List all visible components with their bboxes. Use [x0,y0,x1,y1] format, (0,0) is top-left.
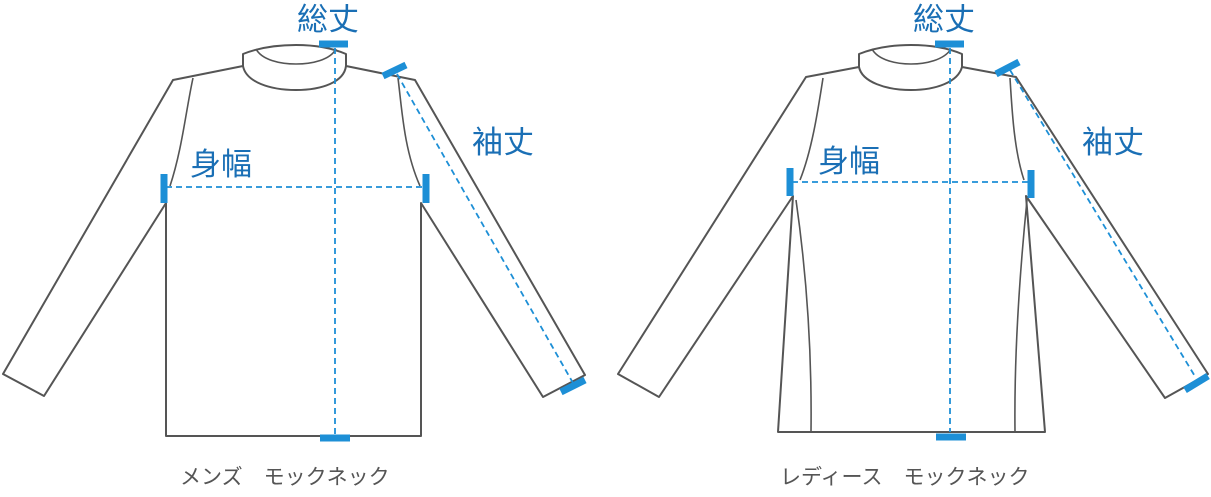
ladies-shirt-outline [617,66,1209,433]
ladies-sleeve-top-marker [994,58,1021,78]
ladies-right-armhole [1009,77,1025,181]
ladies-body-width-label: 身幅 [818,144,880,180]
ladies-collar-seam [871,48,952,65]
ladies-mock-neck-figure: 総丈 身幅 袖丈 レディース モックネック [617,2,1210,489]
mens-mock-neck-figure: 総丈 身幅 袖丈 メンズ モックネック [2,2,587,489]
ladies-sleeve-bottom-marker [1183,373,1210,393]
ladies-caption: レディース モックネック [780,465,1029,489]
mens-sleeve-length-label: 袖丈 [472,125,534,161]
mens-body-width-label: 身幅 [190,147,252,183]
ladies-left-armhole [799,77,824,181]
mens-left-armhole [169,77,194,187]
ladies-right-side-seam [1014,199,1028,433]
ladies-collar [858,44,963,91]
mens-collar-seam [255,48,337,65]
ladies-total-length-label: 総丈 [913,2,975,38]
mens-sleeve-top-marker [381,61,408,80]
ladies-sleeve-length-label: 袖丈 [1082,125,1144,161]
ladies-left-side-seam [795,199,812,433]
mens-sleeve-bottom-marker [559,376,587,396]
mens-collar [242,44,347,91]
mens-caption: メンズ モックネック [180,465,390,489]
mens-total-length-label: 総丈 [297,2,359,38]
mens-shirt-outline [2,65,586,437]
mens-right-armhole [397,77,421,187]
